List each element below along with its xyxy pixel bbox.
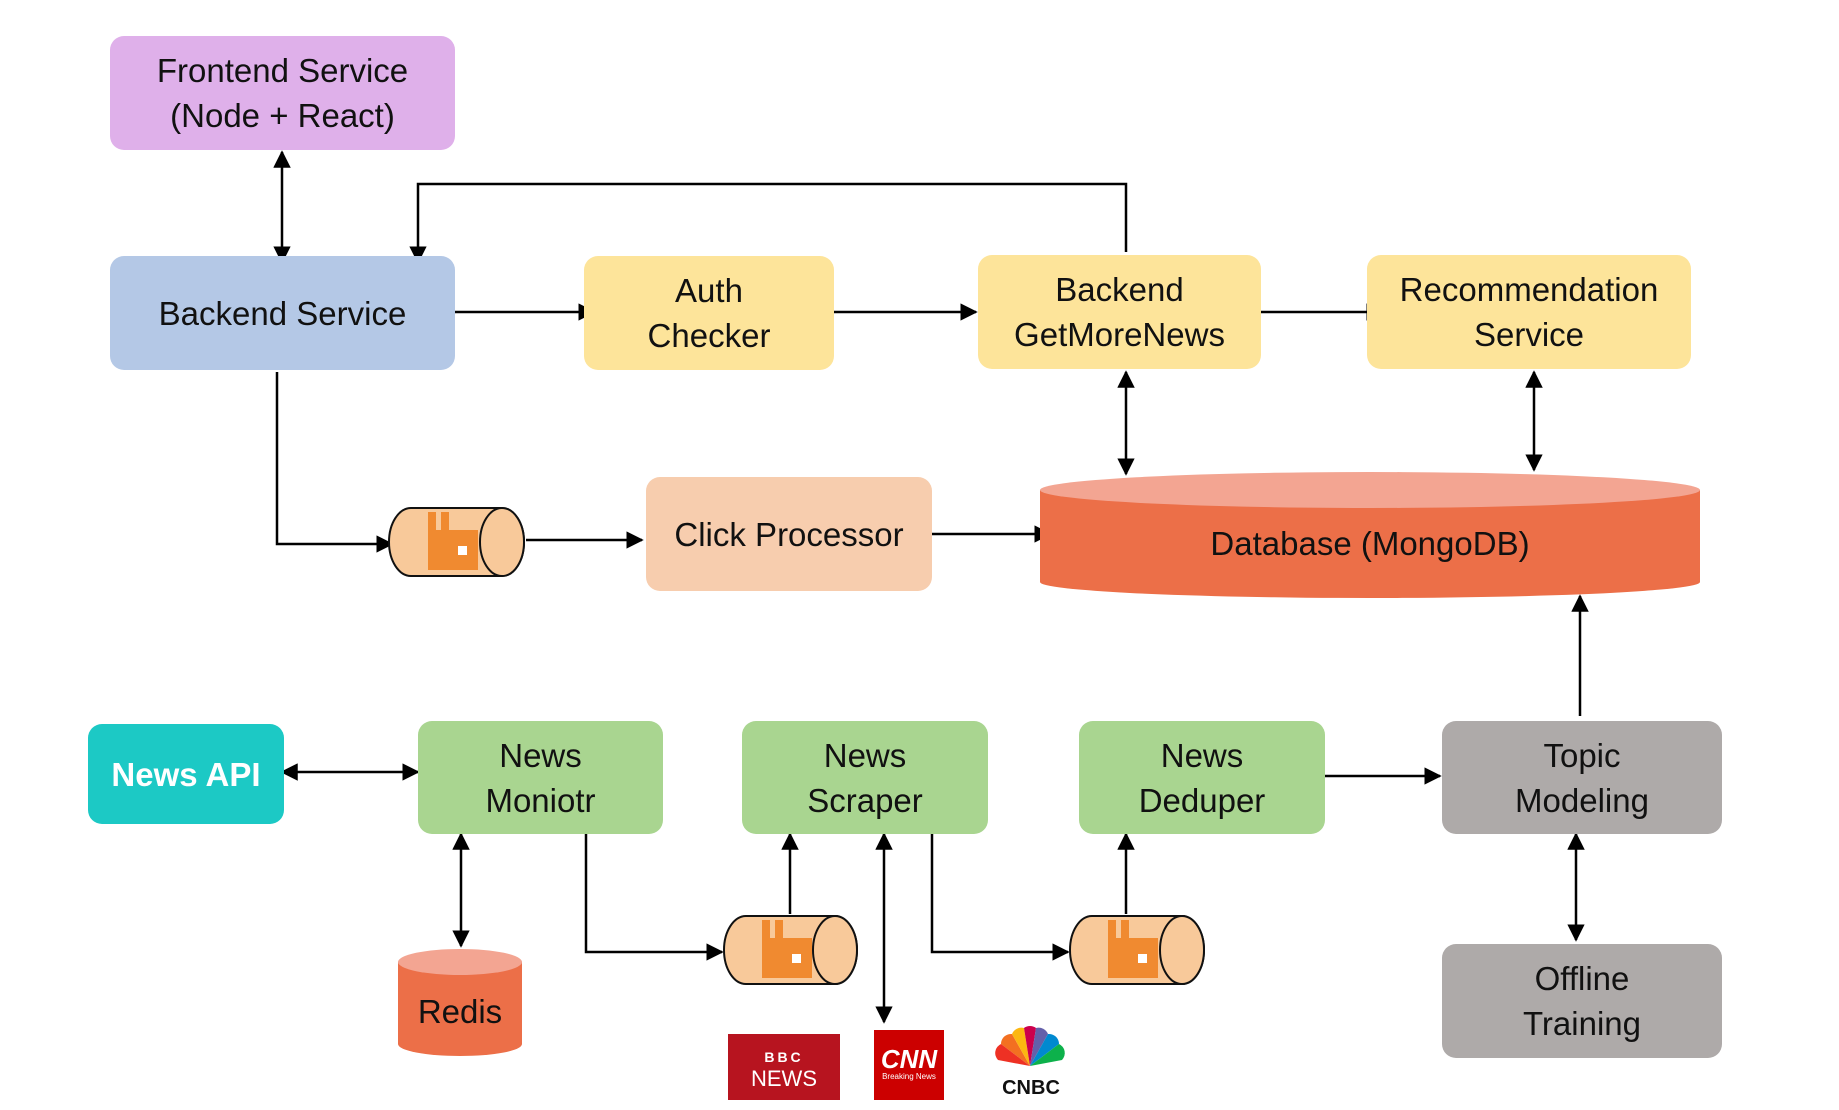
database-cylinder <box>1040 472 1700 598</box>
news-scraper-line2: Scraper <box>807 781 923 819</box>
news-deduper-line2: Deduper <box>1138 781 1266 819</box>
message-queue-3 <box>1069 915 1205 985</box>
offline-training-node: Offline Training <box>1442 944 1722 1058</box>
edge-monitor-queue2 <box>584 834 724 961</box>
recommendation-line1: Recommendation <box>1399 271 1659 308</box>
rabbitmq-icon <box>428 512 478 570</box>
edge-getmore-backend-loop <box>409 182 1128 264</box>
bbc-logo-text: BBC NEWS <box>751 1049 817 1091</box>
news-api-label: News API <box>111 755 261 793</box>
click-processor-node: Click Processor <box>646 477 932 591</box>
recommendation-service-node: Recommendation Service <box>1367 255 1691 369</box>
rabbitmq-icon <box>1108 920 1158 978</box>
news-scraper-line1: News <box>823 736 907 774</box>
news-monitor-node: News Moniotr <box>418 721 663 834</box>
redis-cylinder <box>398 949 522 1056</box>
recommendation-line2: Service <box>1473 316 1585 353</box>
news-api-node: News API <box>88 724 284 824</box>
database-label: Database (MongoDB) <box>1210 525 1530 562</box>
news-monitor-line1: News <box>499 736 582 774</box>
frontend-service-sublabel: (Node + React) <box>170 97 395 134</box>
news-deduper-line1: News <box>1160 736 1244 774</box>
click-processor-label: Click Processor <box>674 515 904 553</box>
cnbc-peacock-logo <box>995 1026 1065 1066</box>
cnn-logo-text: CNN Breaking News <box>880 1044 938 1081</box>
rabbitmq-icon <box>762 920 812 978</box>
news-scraper-node: News Scraper <box>742 721 988 834</box>
frontend-service-node: Frontend Service (Node + React) <box>110 36 455 150</box>
topic-modeling-line2: Modeling <box>1515 781 1649 819</box>
cnn-logo <box>874 1030 944 1100</box>
offline-training-line1: Offline <box>1534 960 1630 997</box>
auth-checker-line1: Auth <box>675 272 743 309</box>
offline-training-line2: Training <box>1523 1005 1641 1042</box>
edge-backend-queue1 <box>275 372 394 553</box>
news-deduper-node: News Deduper <box>1079 721 1325 834</box>
auth-checker-node: Auth Checker <box>584 256 834 370</box>
getmorenews-line2: GetMoreNews <box>1014 316 1225 353</box>
topic-modeling-line1: Topic <box>1543 736 1621 774</box>
backend-service-label: Backend Service <box>158 294 407 332</box>
auth-checker-line2: Checker <box>647 317 771 354</box>
backend-service-node: Backend Service <box>110 256 455 370</box>
redis-label: Redis <box>417 993 503 1030</box>
news-monitor-line2: Moniotr <box>485 781 596 819</box>
getmorenews-line1: Backend <box>1055 271 1184 308</box>
topic-modeling-node: Topic Modeling <box>1442 721 1722 834</box>
message-queue-1 <box>388 507 525 577</box>
message-queue-2 <box>723 915 858 985</box>
frontend-service-label: Frontend Service <box>156 52 409 89</box>
cnbc-logo-text: CNBC <box>1002 1076 1060 1099</box>
edge-scraper-queue3 <box>930 834 1070 961</box>
bbc-news-logo <box>728 1034 840 1100</box>
backend-getmorenews-node: Backend GetMoreNews <box>978 255 1261 369</box>
